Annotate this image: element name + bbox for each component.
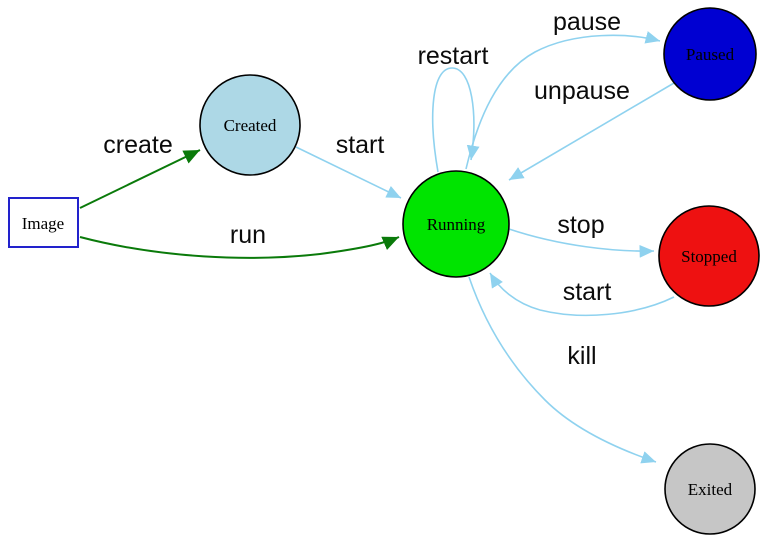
edge-start-stopped-label: start [563, 278, 612, 306]
edge-kill-label: kill [567, 342, 596, 370]
node-running-label: Running [427, 215, 486, 234]
node-image-shape [8, 197, 79, 248]
edge-restart-arrow [431, 67, 480, 173]
node-paused-label: Paused [686, 45, 735, 64]
edge-create-label: create [103, 131, 172, 159]
edge-pause-arrow [465, 31, 661, 170]
edge-stop-label: stop [557, 211, 604, 239]
edge-unpause-label: unpause [534, 77, 630, 105]
edge-run-arrow [79, 236, 400, 259]
edge-pause-label: pause [553, 8, 621, 36]
node-stopped-shape [658, 205, 760, 307]
edge-create: create [79, 131, 201, 209]
node-image: Image [8, 197, 79, 248]
node-stopped-label: Stopped [681, 247, 737, 266]
node-created: Created [199, 74, 301, 176]
node-stopped: Stopped [658, 205, 760, 307]
edge-stop: stop [508, 211, 655, 258]
edge-start-stopped-arrow [489, 272, 675, 317]
edge-unpause-arrow [508, 82, 675, 181]
edge-start-created: start [295, 131, 402, 199]
node-image-label: Image [22, 214, 64, 233]
node-exited: Exited [664, 443, 756, 535]
edge-kill-arrow [468, 276, 657, 464]
node-exited-shape [664, 443, 756, 535]
edge-kill: kill [468, 276, 657, 464]
edge-start-created-label: start [336, 131, 385, 159]
edge-stop-arrow [508, 228, 655, 258]
edge-start-created-arrow [295, 146, 402, 199]
edge-create-arrow [79, 149, 201, 209]
edge-unpause: unpause [508, 77, 675, 181]
edge-restart: restart [418, 42, 489, 173]
edge-pause: pause [465, 8, 661, 170]
node-paused: Paused [663, 7, 757, 101]
edge-run-label: run [230, 221, 266, 249]
edge-restart-label: restart [418, 42, 489, 70]
edge-run: run [79, 221, 400, 259]
node-created-label: Created [224, 116, 277, 135]
node-exited-label: Exited [688, 480, 733, 499]
node-running: Running [402, 170, 510, 278]
node-paused-shape [663, 7, 757, 101]
node-running-shape [402, 170, 510, 278]
node-created-shape [199, 74, 301, 176]
edge-start-stopped: start [489, 272, 675, 317]
